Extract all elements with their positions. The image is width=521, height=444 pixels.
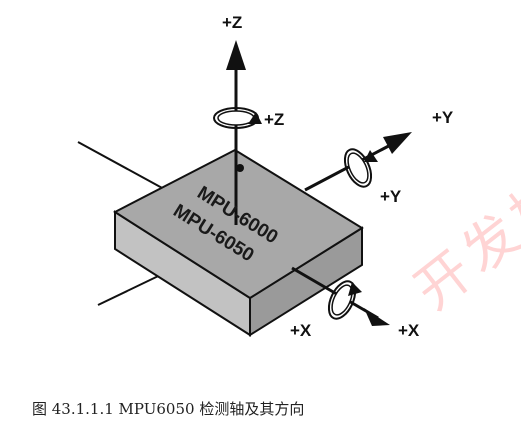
label-y-rotation: +Y	[380, 187, 402, 206]
y-arrowhead	[383, 132, 412, 154]
label-y-axis: +Y	[432, 108, 454, 127]
z-rotation-icon	[213, 107, 262, 129]
label-z-rotation: +Z	[264, 110, 284, 129]
label-z-axis: +Z	[222, 13, 242, 32]
label-x-rotation: +X	[290, 321, 312, 340]
x-arrowhead	[364, 308, 390, 326]
z-arrowhead	[226, 40, 246, 70]
back-axis-line-upper-left	[77, 141, 176, 196]
x-rotation-icon	[327, 280, 362, 320]
figure-caption: 图 43.1.1.1 MPU6050 检测轴及其方向	[32, 400, 305, 418]
y-rotation-icon	[343, 148, 378, 188]
pin1-dot	[236, 164, 244, 172]
x-axis-arrow	[291, 266, 379, 320]
chip-top-face	[112, 148, 364, 300]
label-x-axis: +X	[398, 321, 420, 340]
